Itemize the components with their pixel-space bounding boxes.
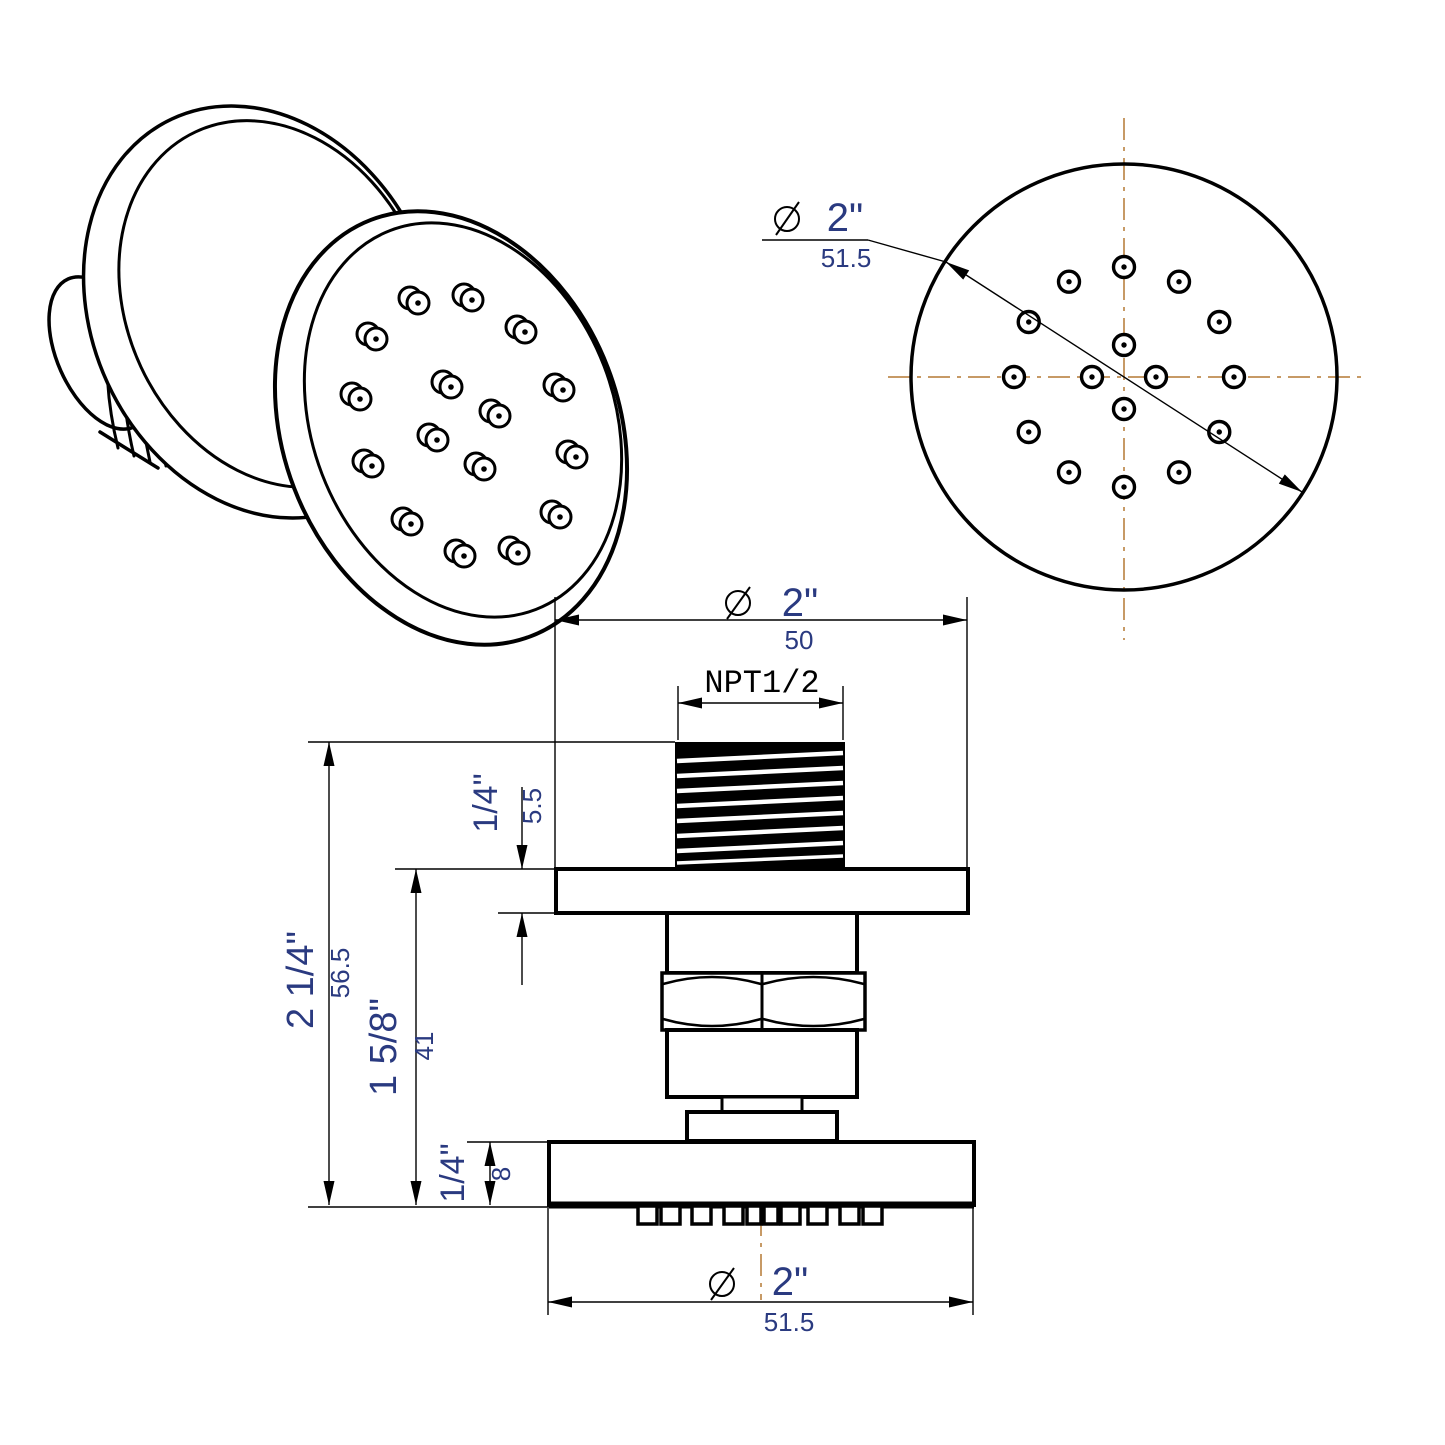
nozzle-icon — [463, 451, 497, 482]
side-body-lower — [665, 1028, 859, 1099]
front-diameter-dimension: 2" 51.5 — [762, 196, 1303, 493]
nozzle-icon — [1166, 269, 1192, 294]
side-hex-nut — [660, 971, 867, 1032]
side-body-upper — [665, 911, 859, 975]
dim-top-diameter: 2" 50 — [555, 581, 967, 655]
body-height-mm: 41 — [409, 1032, 439, 1061]
nozzle-icon — [1001, 364, 1027, 390]
dim-npt-thread: NPT1/2 — [678, 665, 843, 709]
body-height-inches: 1 5/8" — [363, 998, 405, 1096]
plate-thickness-inches: 1/4" — [434, 1143, 472, 1202]
nozzle-icon — [478, 398, 512, 429]
dim-plate-thickness: 1/4" 8 — [434, 1142, 516, 1205]
overall-height-inches: 2 1/4" — [280, 931, 322, 1029]
diameter-symbol-icon — [725, 586, 751, 620]
dim-bottom-diameter: 2" 51.5 — [548, 1260, 973, 1337]
dim-flange-thickness: 1/4" 5.5 — [467, 773, 547, 985]
nozzle-icon — [443, 538, 477, 569]
side-nozzle-tips — [636, 1204, 884, 1226]
nozzle-icon — [1111, 474, 1137, 500]
nozzle-icon — [355, 321, 389, 352]
nozzle-icon — [1207, 309, 1232, 335]
nozzle-icon — [539, 499, 573, 530]
side-collar — [685, 1110, 839, 1143]
nozzle-icon — [1056, 460, 1082, 485]
nozzle-icon — [416, 422, 450, 453]
side-face-plate — [547, 1140, 976, 1209]
flange-thickness-inches: 1/4" — [467, 773, 505, 832]
nozzle-icon — [1111, 254, 1137, 280]
top-diameter-inches: 2" — [782, 581, 818, 625]
thread-label: NPT1/2 — [704, 665, 819, 702]
diameter-symbol-icon — [709, 1267, 735, 1301]
bottom-diameter-inches: 2" — [772, 1260, 808, 1304]
nozzle-icon — [1221, 364, 1247, 390]
nozzle-icon — [1111, 332, 1137, 358]
nozzle-icon — [1016, 419, 1041, 445]
iso-nozzle-pattern — [339, 282, 589, 569]
nozzle-icon — [390, 506, 424, 537]
nozzle-icon — [542, 372, 576, 403]
front-diameter-inches: 2" — [827, 196, 863, 240]
nozzle-icon — [339, 381, 373, 412]
overall-height-mm: 56.5 — [325, 948, 355, 999]
front-diameter-mm: 51.5 — [821, 243, 872, 273]
centerline-cross-icon — [888, 118, 1362, 640]
side-view: 2" 50 NPT1/2 2 1/4" 56.5 1 5/8" 41 — [280, 581, 976, 1337]
nozzle-icon — [1056, 269, 1082, 294]
nozzle-icon — [451, 282, 485, 313]
face-outline-circle — [909, 162, 1339, 592]
front-nozzle-pattern — [1001, 254, 1247, 500]
bottom-diameter-mm: 51.5 — [764, 1307, 815, 1337]
side-thread — [675, 742, 845, 869]
nozzle-icon — [397, 285, 431, 316]
nozzle-icon — [1111, 396, 1137, 422]
plate-thickness-mm: 8 — [486, 1167, 516, 1181]
dim-overall-height: 2 1/4" 56.5 — [280, 742, 355, 1205]
flange-thickness-mm: 5.5 — [517, 788, 547, 824]
nozzle-icon — [430, 369, 464, 400]
nozzle-icon — [1143, 364, 1169, 390]
nozzle-icon — [1079, 364, 1105, 390]
extension-lines — [308, 597, 974, 1315]
nozzle-icon — [497, 535, 531, 566]
dim-body-height: 1 5/8" 41 — [363, 869, 439, 1205]
top-diameter-mm: 50 — [785, 625, 814, 655]
nozzle-icon — [1166, 460, 1192, 485]
diameter-symbol-icon — [774, 201, 800, 236]
side-neck — [720, 1095, 804, 1114]
front-view: 2" 51.5 — [762, 118, 1362, 640]
nozzle-icon — [555, 439, 589, 470]
isometric-view — [47, 104, 630, 647]
nozzle-icon — [351, 448, 385, 479]
nozzle-icon — [504, 314, 538, 345]
side-wall-flange — [554, 867, 970, 915]
